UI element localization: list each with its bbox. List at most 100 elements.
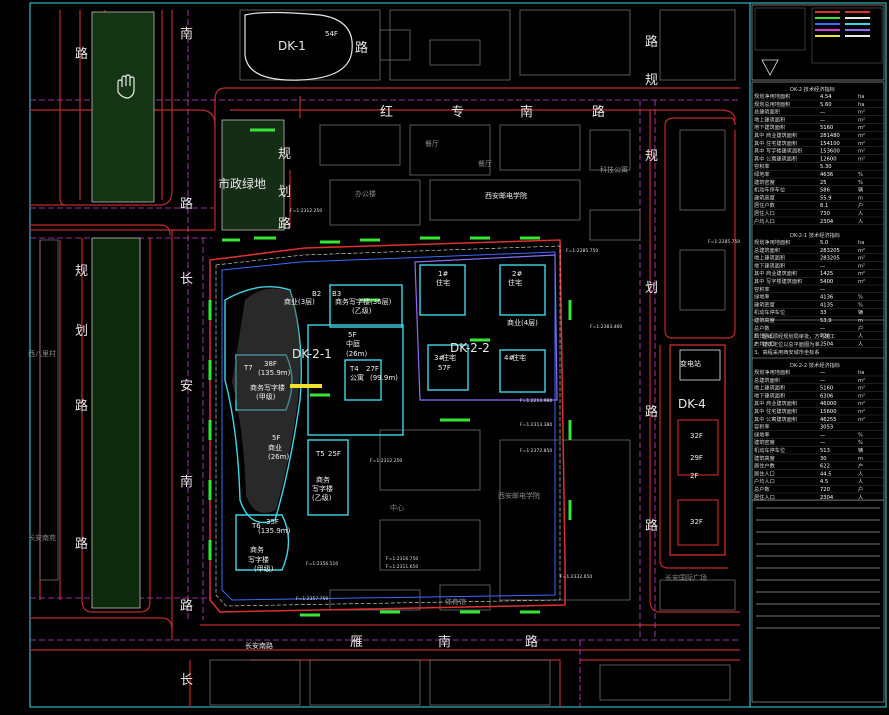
dk4-block [669,344,726,556]
elevation-label: F=1:2372.850 [520,448,552,454]
green-space-label: 市政绿地 [218,176,266,191]
table-cell-label: 绿地率 [754,430,770,438]
elevation-label: F=1:2383.460 [590,324,622,330]
dk1-floors: 54F [325,30,338,38]
table-cell-unit: ha [858,102,864,108]
table-cell-label: 其中 商业建筑面积 [754,131,797,139]
t5-floors: 25F [328,450,341,458]
table-cell-label: 地上建筑面积 [754,384,785,392]
table-cell-value: 4.5 [820,479,828,485]
road-label: 路 [75,398,88,414]
table-cell-label: 地上建筑面积 [754,254,785,262]
table-cell-label: 其中 公寓建筑面积 [754,415,797,423]
table-cell-value: 46000 [820,401,837,407]
road-label: 红 [380,104,393,120]
res3-use: 住宅 [442,353,456,362]
t6-floors: 35F [266,518,279,526]
table-cell-label: 建筑密度 [754,438,775,446]
anyuan-label: 长安南苑 [28,533,56,542]
note-line: 2、建筑定位以总平面图为准 [754,340,820,348]
table-cell-label: 总建筑面积 [754,246,780,254]
table-cell-label: 总户数 [754,324,770,332]
elevation-label: F=1:2313.380 [520,422,552,428]
t5-label: T5 [315,450,325,458]
table-cell-value: 30 [820,456,827,462]
t5-use: 商务 [316,475,330,484]
table-cell-unit: 人 [858,218,863,225]
table-cell-unit: 人 [858,210,863,217]
road-label: 路 [180,196,193,212]
office-label: 办公楼 [355,189,376,198]
road-label: 路 [525,634,538,650]
table-cell-unit: m² [858,125,865,131]
table-cell-value: 153600 [820,149,840,155]
mech-label: 商业(4层) [507,318,538,327]
road-label: 路 [645,404,658,420]
dk1-label: DK-1 [278,39,306,53]
res4-use: 住宅 [512,353,526,362]
table-cell-unit: m² [858,110,865,116]
res3-label: 3# [434,354,444,362]
table-cell-value: 5.30 [820,164,832,170]
table-cell-value: 5.0 [820,240,828,246]
road-label: 路 [645,34,658,50]
title-block [751,4,885,703]
elevation-label: F=1:2312.250 [370,458,402,464]
mall-floors: 5F [272,434,280,442]
t5-use2: 写字楼 [312,484,333,493]
table-cell-unit: % [858,172,863,178]
table-cell-unit: % [858,440,863,446]
table-cell-unit: m² [858,378,865,384]
table-cell-label: 户均人口 [754,339,775,347]
table-cell-unit: m² [858,156,865,162]
table-cell-unit: % [858,432,863,438]
t6-label: T6 [251,522,261,530]
dk222-label: DK-2-2 [450,341,490,355]
table-cell-label: 机动车停车位 [754,308,785,316]
table-cell-value: 5160 [820,386,833,392]
t6-height: (135.9m) [258,527,291,535]
road-label: 划 [75,324,88,339]
road-label: 专 [451,105,464,120]
table-cell-unit: m² [858,117,865,123]
table-cell-unit: 人 [858,478,863,485]
road-label: 规 [645,73,658,88]
t8-floors: 5F [348,331,356,339]
table-cell-label: 地上建筑面积 [754,115,785,123]
road-label: 长 [180,673,193,688]
table-cell-value: 5.60 [820,102,832,108]
road-label: 南 [180,26,193,42]
table-cell-label: 其中 住宅建筑面积 [754,407,797,415]
table-cell-value: 5160 [820,125,833,131]
table-cell-unit: 人 [858,494,863,501]
table-cell-label: 其中 商业建筑面积 [754,269,797,277]
table-cell-label: 其中 公寓建筑面积 [754,154,797,162]
table-cell-unit: m² [858,248,865,254]
table-cell-value: 281480 [820,133,840,139]
table-cell-value: — [820,117,825,123]
res2-label: 2# [512,270,522,278]
res4-label: 4# [504,354,514,362]
road-label: 长 [180,272,193,287]
table-cell-value: 44.5 [820,471,832,477]
b8b-grade: (乙级) [352,306,372,315]
table-cell-label: 规划净用地面积 [754,238,790,246]
table-cell-unit: 户 [858,462,863,470]
school-label: 西安邮电学院 [485,191,527,200]
road-label: 规 [645,149,658,164]
b8b-label: B3 [332,290,341,298]
table-cell-value: 33 [820,310,827,316]
elevation-label: F=1:2285.750 [566,248,598,254]
table-cell-value: 15600 [820,409,837,415]
table-cell-unit: 辆 [858,446,863,454]
table-cell-label: 地下建筑面积 [754,391,785,399]
table-cell-value: 25 [820,180,827,186]
table-cell-unit: m [858,456,863,462]
center-label: 中心 [390,503,404,512]
res1-label: 1# [438,270,448,278]
drawing-notes-block [756,507,880,629]
note-line: 1、图纸须经规划局审批，方可施工 [754,332,835,340]
table-cell-label: 地下建筑面积 [754,261,785,269]
elevation-label: F=1:2285.750 [708,239,740,245]
